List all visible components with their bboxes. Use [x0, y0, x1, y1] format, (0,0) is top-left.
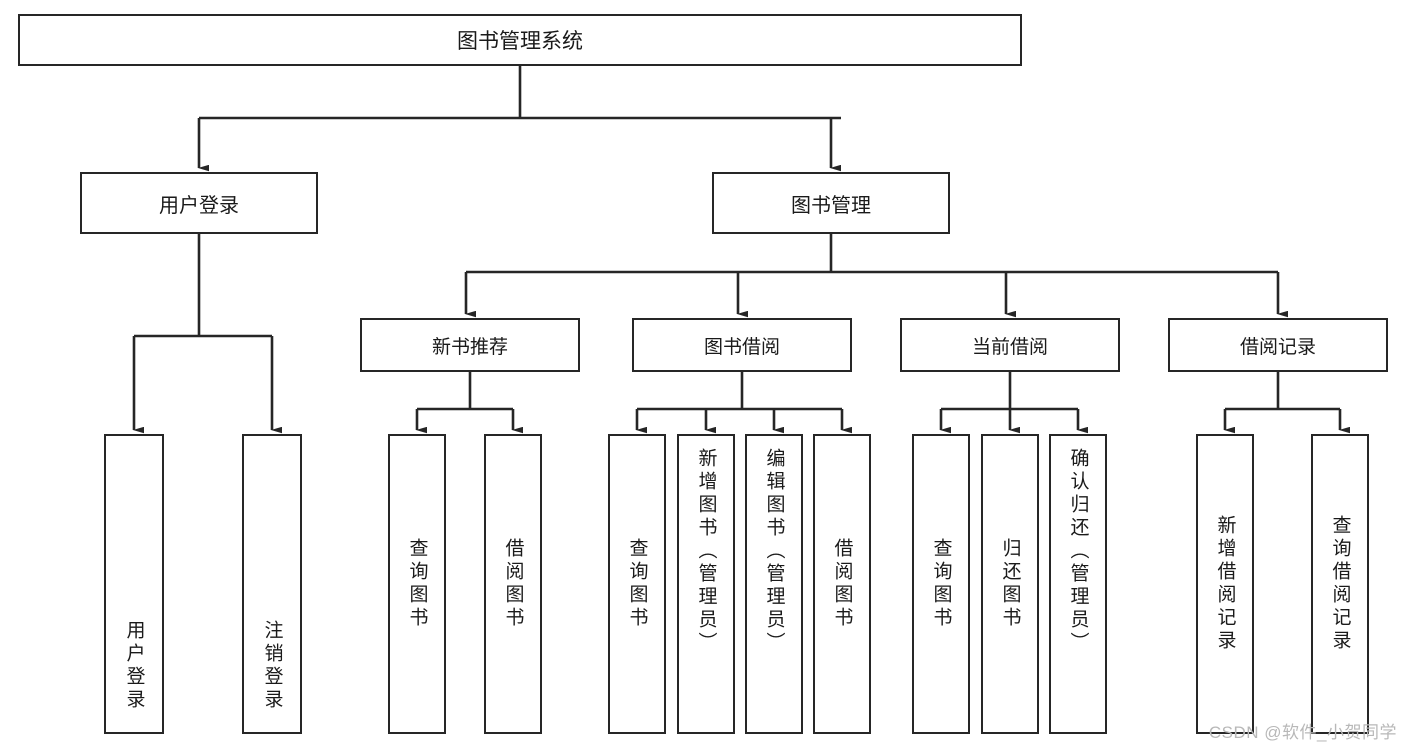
node-root-label: 图书管理系统: [457, 30, 583, 53]
leaf-query-books-current[interactable]: 查询图书: [912, 434, 970, 734]
leaf-label: 查询借阅记录: [1329, 515, 1351, 653]
leaf-label: 注销登录: [261, 620, 283, 712]
node-current-borrow[interactable]: 当前借阅: [900, 318, 1120, 372]
leaf-label: 归还图书: [999, 538, 1021, 630]
node-root[interactable]: 图书管理系统: [18, 14, 1022, 66]
node-label: 图书管理: [791, 194, 871, 217]
node-borrow-records[interactable]: 借阅记录: [1168, 318, 1388, 372]
node-user-login[interactable]: 用户登录: [80, 172, 318, 234]
node-label: 当前借阅: [971, 336, 1048, 358]
leaf-add-borrow-record[interactable]: 新增借阅记录: [1196, 434, 1254, 734]
node-book-management[interactable]: 图书管理: [712, 172, 950, 234]
leaf-borrow-books[interactable]: 借阅图书: [813, 434, 871, 734]
leaf-label: 借阅图书: [831, 538, 853, 630]
leaf-label: 用户登录: [123, 620, 145, 712]
leaf-label: 查询图书: [626, 538, 648, 630]
leaf-user-login[interactable]: 用户登录: [104, 434, 164, 734]
node-label: 借阅记录: [1239, 336, 1316, 358]
node-label: 用户登录: [159, 194, 239, 217]
leaf-label: 新增图书（管理员）: [695, 448, 717, 655]
leaf-edit-book-admin[interactable]: 编辑图书（管理员）: [745, 434, 803, 734]
leaf-add-book-admin[interactable]: 新增图书（管理员）: [677, 434, 735, 734]
leaf-label: 编辑图书（管理员）: [763, 448, 785, 655]
leaf-label: 查询图书: [930, 538, 952, 630]
leaf-return-books[interactable]: 归还图书: [981, 434, 1039, 734]
node-new-book-recommend[interactable]: 新书推荐: [360, 318, 580, 372]
leaf-label: 借阅图书: [502, 538, 524, 630]
leaf-confirm-return-admin[interactable]: 确认归还（管理员）: [1049, 434, 1107, 734]
leaf-label: 确认归还（管理员）: [1067, 448, 1089, 655]
node-label: 图书借阅: [703, 336, 780, 358]
leaf-query-borrow-record[interactable]: 查询借阅记录: [1311, 434, 1369, 734]
leaf-query-books-borrow[interactable]: 查询图书: [608, 434, 666, 734]
leaf-query-books-recommend[interactable]: 查询图书: [388, 434, 446, 734]
node-label: 新书推荐: [431, 336, 508, 358]
leaf-label: 查询图书: [406, 538, 428, 630]
leaf-logout[interactable]: 注销登录: [242, 434, 302, 734]
leaf-label: 新增借阅记录: [1214, 515, 1236, 653]
leaf-borrow-books-recommend[interactable]: 借阅图书: [484, 434, 542, 734]
node-book-borrow[interactable]: 图书借阅: [632, 318, 852, 372]
watermark-text: CSDN @软件_小贺同学: [1208, 723, 1397, 742]
